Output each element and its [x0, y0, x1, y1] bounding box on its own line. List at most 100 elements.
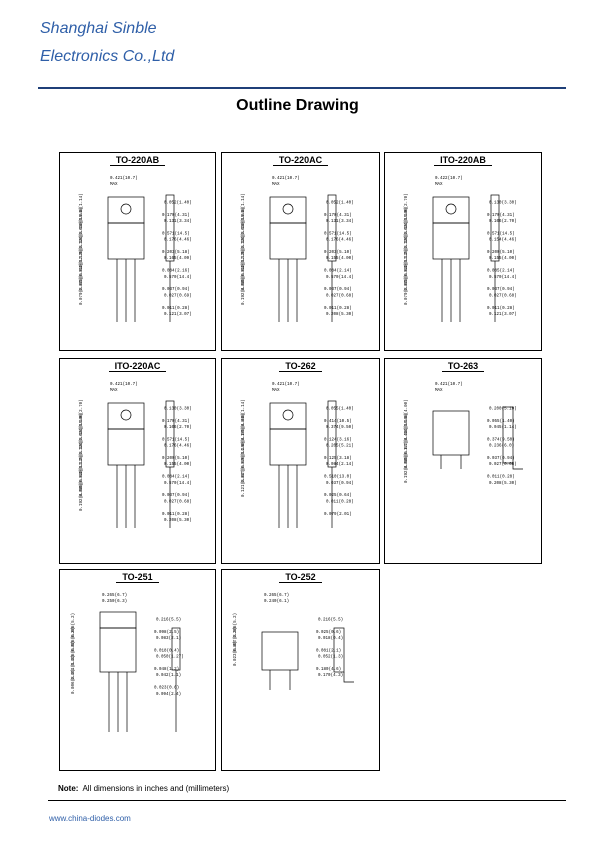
package-name: TO-220AB — [109, 155, 166, 166]
footer-divider — [48, 800, 566, 801]
dimension-label: 0.051(1.3) — [71, 655, 76, 680]
dimension-label: 0.052(1.40) — [164, 200, 192, 205]
dimension-label: 0.025(0.6) — [71, 627, 76, 652]
dimension-label: 0.203(5.18) — [162, 250, 190, 255]
dimension-label: 0.079(2.01) — [324, 512, 352, 517]
dimension-label: 0.121(3.07) — [164, 312, 192, 317]
dimension-label: 0.035(0.9) — [71, 641, 76, 666]
dimension-label: 0.421(10.7) — [110, 176, 138, 181]
dimension-label: 0.027(0.68) — [241, 455, 246, 483]
package-outline-drawing: 0.421(10.7)MAX0.130(3.30)0.106(2.70)0.17… — [79, 382, 192, 528]
dimension-label: 0.200(5.10) — [489, 406, 517, 411]
dimension-label: 0.192(4.90) — [241, 277, 246, 305]
dimension-label: 0.011(0.28) — [487, 306, 515, 311]
dimension-label: 0.085(2.14) — [487, 269, 515, 274]
dimension-label: 0.130(3.30) — [489, 200, 517, 205]
dimension-label: 0.570(14.4) — [326, 275, 354, 280]
package-name: TO-220AC — [272, 155, 329, 166]
dimension-label: 0.055(1.40) — [487, 419, 515, 424]
package-outline-drawing: 0.422(10.7)MAX0.130(3.30)0.106(2.70)0.17… — [404, 176, 517, 322]
dimension-label: 0.203(5.10) — [324, 250, 352, 255]
dimension-label: 0.422(10.7) — [435, 176, 463, 181]
dimension-label: 0.421(10.7) — [272, 176, 300, 181]
company-name-line1: Shanghai Sinble — [40, 20, 157, 37]
dimension-label: 0.025(0.6) — [316, 630, 341, 635]
dimension-label: 0.084(2.14) — [162, 475, 190, 480]
note-text: All dimensions in inches and (millimeter… — [82, 784, 230, 793]
dimension-label: 0.023(0.4) — [233, 641, 238, 666]
dimension-label: 0.027(0.68) — [489, 293, 517, 298]
dimension-label: 0.050(1.27) — [156, 655, 184, 660]
dimension-label: 0.414(10.5) — [324, 419, 352, 424]
header-divider — [38, 87, 566, 89]
dimension-label: 0.205(5.2) — [233, 613, 238, 638]
dimension-label: 0.121(3.07) — [489, 312, 517, 317]
dimension-label: 0.037(0.94) — [487, 456, 515, 461]
dimension-label: 0.045(1.14) — [489, 425, 517, 430]
dimension-label: 0.106(2.70) — [164, 425, 192, 430]
dimension-label: 0.025(0.64) — [79, 469, 84, 497]
dimension-label: 0.180(4.6) — [316, 667, 341, 672]
dimension-label: 0.571(14.5) — [162, 231, 190, 236]
package-name: TO-263 — [441, 361, 485, 372]
dimension-label: 0.192(4.90) — [79, 483, 84, 511]
dimension-label: 0.045(1.14) — [241, 399, 246, 427]
dimension-label: 0.208(5.30) — [164, 518, 192, 523]
dimension-label: 0.176(4.46) — [164, 238, 192, 243]
dimension-label: 0.155(4.00) — [164, 462, 192, 467]
dimension-note: Note: All dimensions in inches and (mill… — [58, 784, 229, 793]
package-name: ITO-220AB — [434, 155, 492, 166]
dimension-label: 0.624(15.8) — [79, 413, 84, 441]
note-label: Note: — [58, 784, 79, 793]
package-title: ITO-220AB — [385, 155, 541, 166]
dimension-label: 0.048(1.2) — [154, 667, 179, 672]
dimension-label: 0.130(3.30) — [164, 406, 192, 411]
dimension-label: 0.106(2.70) — [79, 399, 84, 427]
dimension-label: 0.018(0.4) — [318, 636, 343, 641]
dimension-label: 0.510(12.9) — [241, 249, 246, 277]
dimension-label: 0.121(3.07) — [241, 469, 246, 497]
page-title: Outline Drawing — [236, 97, 359, 114]
dimension-label: 0.165(4.00) — [404, 399, 409, 427]
outline-panel: TO-251 0.265(6.7)0.250(6.3)0.216(5.5)0.20… — [59, 569, 216, 771]
dimension-label: 0.421(10.7) — [435, 382, 463, 387]
dimension-label: 0.037(0.94) — [162, 287, 190, 292]
dimension-label: 0.265(6.7) — [264, 593, 289, 598]
dimension-label: 0.571(14.5) — [487, 231, 515, 236]
dimension-label: 0.081(2.1) — [316, 648, 341, 653]
dimension-label: 0.086(2.2) — [71, 669, 76, 694]
dimension-label: 0.208(5.30) — [326, 312, 354, 317]
package-outline-drawing: 0.265(6.7)0.250(6.3)0.216(5.5)0.205(5.2)… — [71, 593, 184, 732]
dimension-label: 0.094(2.4) — [156, 692, 181, 697]
dimension-label: 0.011(0.28) — [324, 306, 352, 311]
package-title: TO-263 — [385, 361, 541, 372]
dimension-label: 0.192(4.90) — [404, 455, 409, 483]
dimension-label: 0.177(4.50) — [404, 427, 409, 455]
dimension-label: 0.079(2.01) — [79, 277, 84, 305]
dimension-label: MAX — [110, 389, 118, 393]
dimension-label: 0.098(2.5) — [154, 630, 179, 635]
dimension-label: 0.027(0.69) — [164, 293, 192, 298]
website-link[interactable]: www.china-diodes.com — [49, 814, 131, 823]
dimension-label: 0.023(0.6) — [154, 686, 179, 691]
dimension-label: 0.610(15.5) — [79, 207, 84, 235]
dimension-label: 0.205(5.2) — [71, 613, 76, 638]
dimension-label: 0.125(3.18) — [241, 235, 246, 263]
dimension-label: 0.200(5.10) — [162, 456, 190, 461]
dimension-label: 0.150(4.00) — [241, 427, 246, 455]
package-title: TO-220AB — [60, 155, 215, 166]
dimension-label: 0.170(4.31) — [487, 213, 515, 218]
dimension-label: 0.125(3.18) — [404, 235, 409, 263]
dimension-label: 0.018(0.4) — [154, 648, 179, 653]
dimension-label: 0.421(10.7) — [110, 382, 138, 387]
dimension-label: 0.097(2.5) — [233, 627, 238, 652]
package-title: TO-251 — [60, 572, 215, 583]
dimension-label: 0.037(0.94) — [487, 287, 515, 292]
dimension-label: 0.170(4.3) — [318, 673, 343, 678]
